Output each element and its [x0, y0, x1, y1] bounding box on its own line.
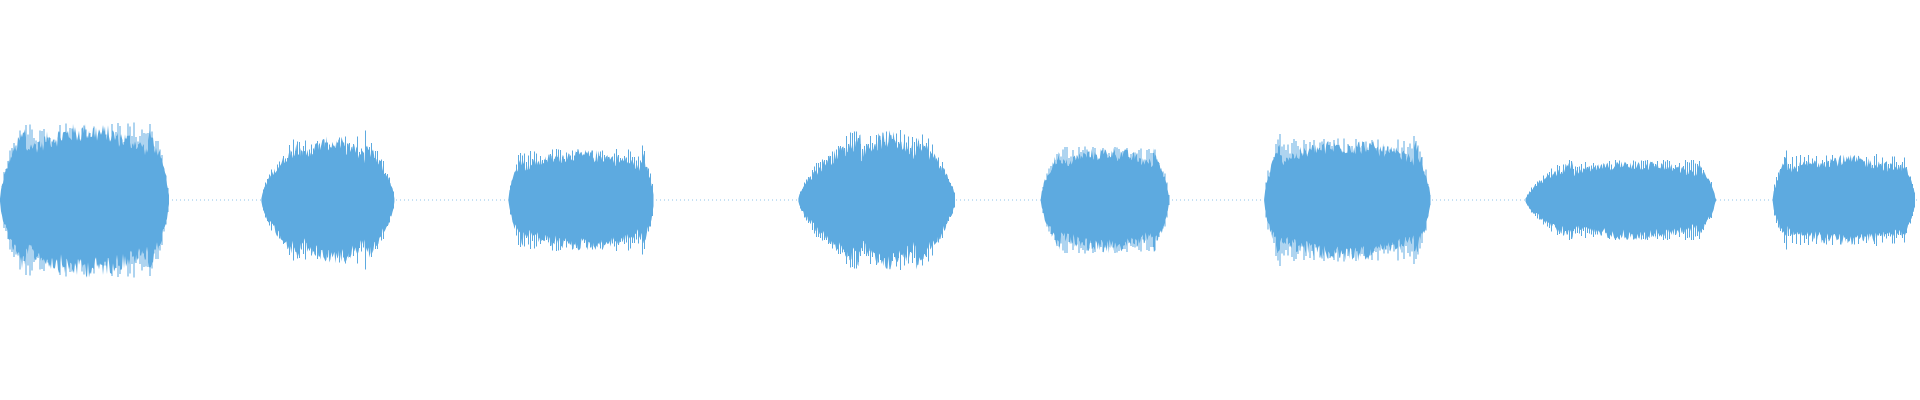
waveform-segments: [0, 122, 1916, 278]
waveform-segment-7: [1525, 159, 1717, 241]
waveform-segment-2: [261, 130, 395, 270]
waveform-segment-8: [1772, 150, 1916, 250]
waveform-segment-3: [508, 145, 654, 255]
waveform-segment-4: [798, 130, 955, 270]
waveform-segment-1: [0, 122, 169, 278]
waveform-envelope: [1772, 154, 1915, 246]
waveform-segment-5: [1040, 146, 1170, 254]
waveform-envelope: [1264, 141, 1431, 261]
waveform-segment-6: [1264, 133, 1431, 267]
